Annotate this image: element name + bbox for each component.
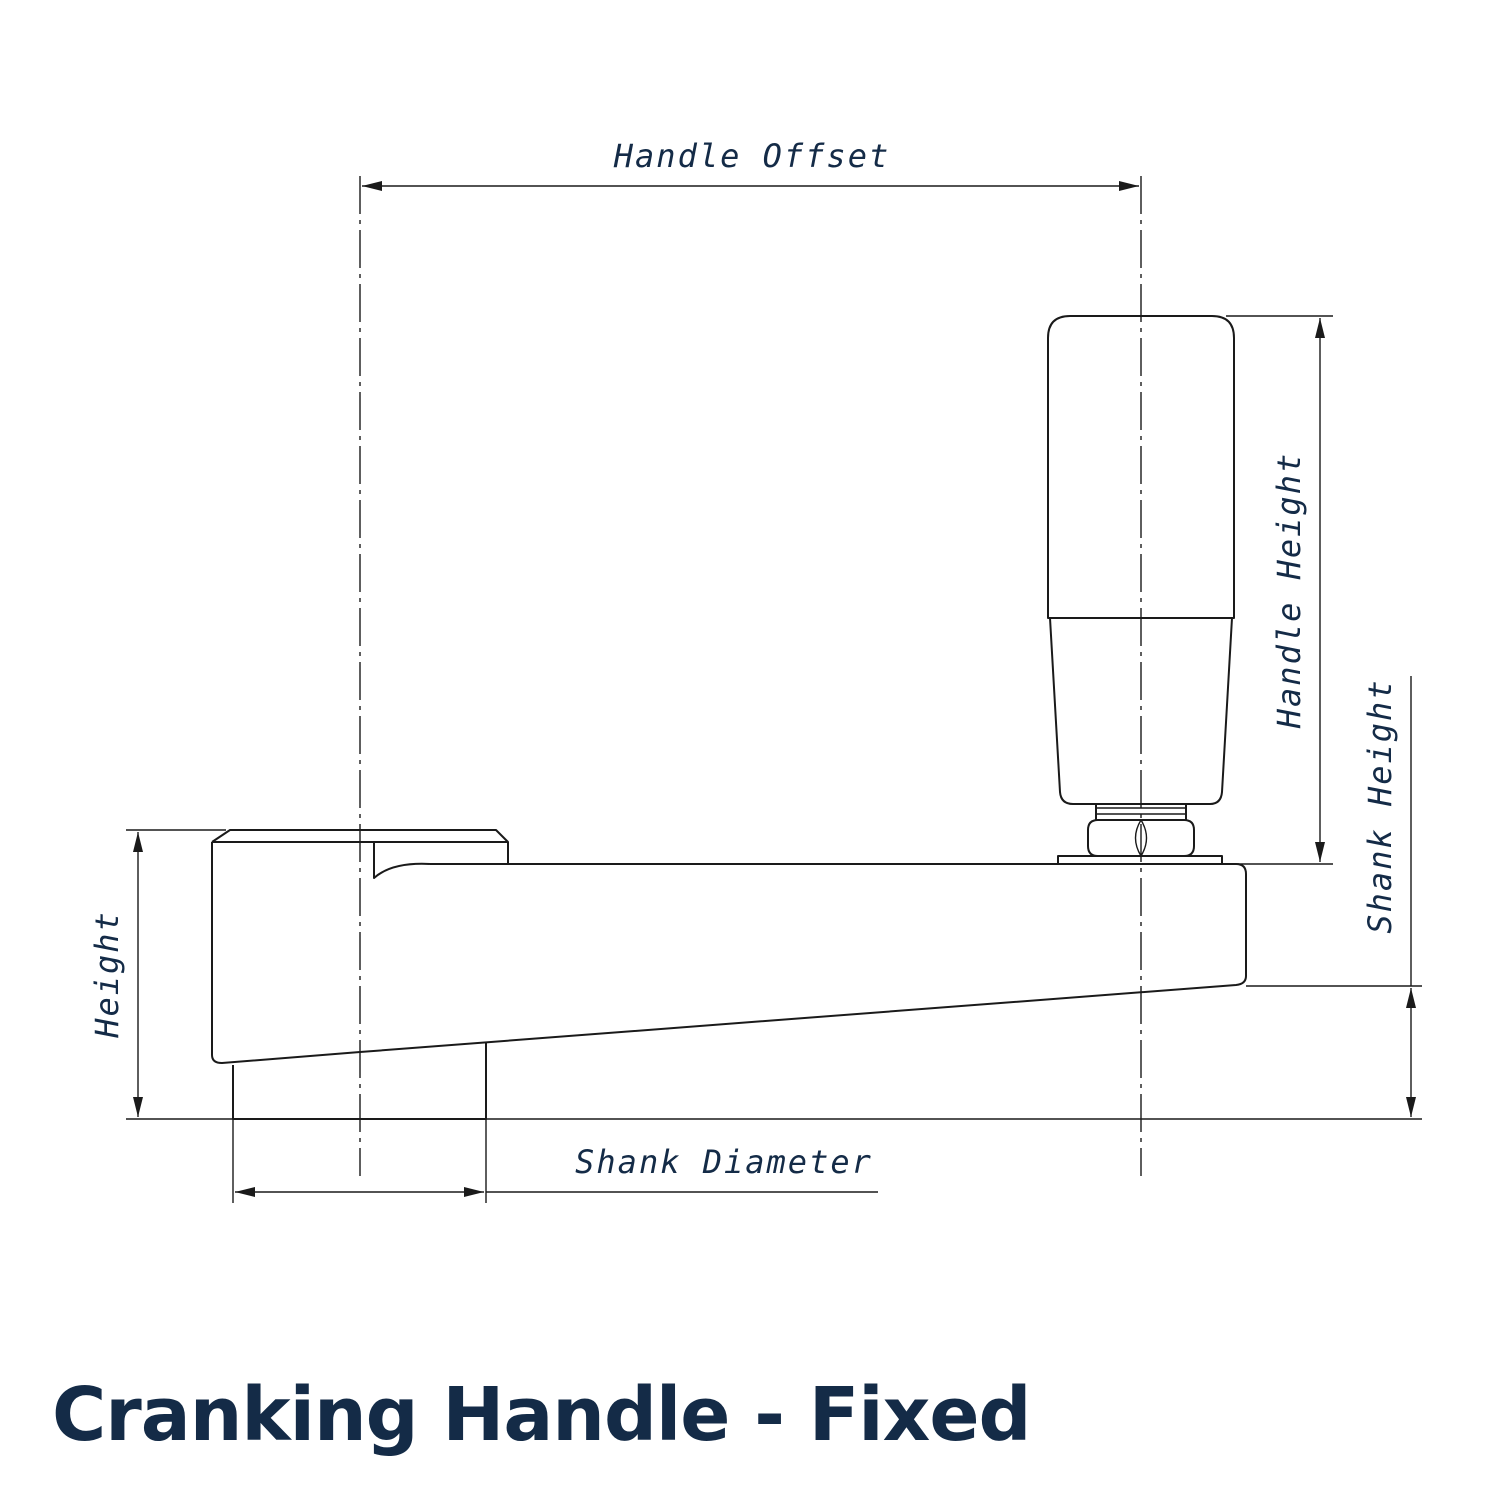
height-label: Height [88, 910, 126, 1039]
diagram-title: Cranking Handle - Fixed [52, 1372, 1032, 1458]
hub-body [211, 829, 509, 1064]
nut-stud [1095, 804, 1187, 820]
shank-diameter-label: Shank Diameter [575, 1143, 873, 1181]
hex-nut [1087, 819, 1195, 857]
grip-top [1047, 315, 1235, 619]
crank-arm [359, 863, 1247, 1053]
shank-height-label: Shank Height [1361, 678, 1399, 933]
washer [1057, 855, 1223, 865]
handle-offset-label: Handle Offset [613, 137, 890, 175]
hub-fillet [373, 842, 431, 879]
hex-nut-face-lines [1096, 807, 1186, 857]
handle-height-label: Handle Height [1270, 452, 1308, 729]
grip-bottom [1049, 617, 1233, 805]
